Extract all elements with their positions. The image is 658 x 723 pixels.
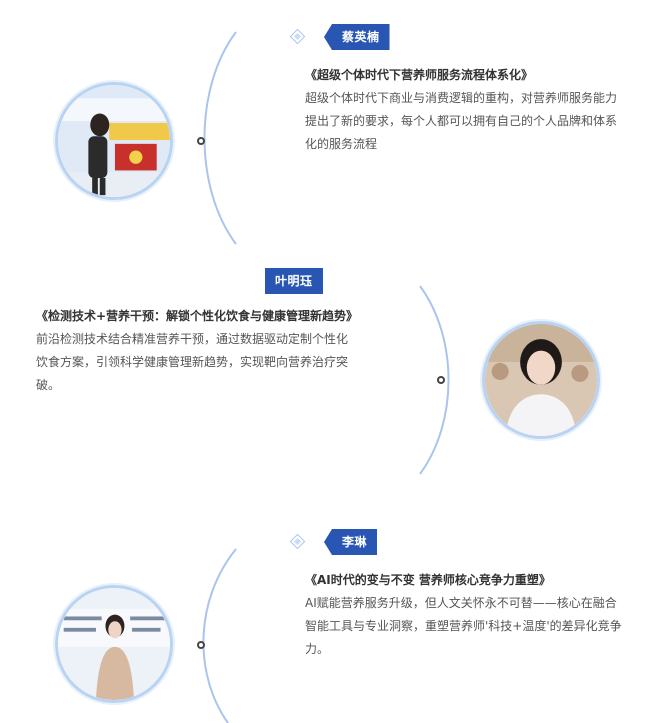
diamond-icon	[289, 533, 306, 550]
timeline-node-1	[197, 137, 205, 145]
talk-title-3: 《AI时代的变与不变 营养师核心竞争力重塑》	[305, 573, 551, 587]
speaker-text-3: 《AI时代的变与不变 营养师核心竞争力重塑》 AI赋能营养服务升级，但人文关怀永…	[305, 569, 627, 661]
talk-title-1: 《超级个体时代下营养师服务流程体系化》	[305, 68, 534, 82]
speaker-photo-icon	[58, 588, 170, 700]
timeline-arc-2	[419, 285, 450, 475]
speaker-text-2: 《检测技术+营养干预：解锁个性化饮食与健康管理新趋势》 前沿检测技术结合精准营养…	[36, 305, 358, 397]
timeline-node-2	[437, 376, 445, 384]
speaker-photo-3	[55, 585, 173, 703]
speaker-photo-icon	[485, 324, 597, 436]
speaker-text-1: 《超级个体时代下营养师服务流程体系化》 超级个体时代下商业与消费逻辑的重构，对营…	[305, 64, 627, 156]
talk-description-2: 前沿检测技术结合精准营养干预，通过数据驱动定制个性化饮食方案，引领科学健康管理新…	[36, 332, 349, 392]
speaker-name-tag-1: 蔡英楠	[324, 24, 390, 50]
talk-description-1: 超级个体时代下商业与消费逻辑的重构，对营养师服务能力提出了新的要求，每个人都可以…	[305, 91, 618, 151]
speaker-name-tag-3: 李琳	[324, 529, 378, 555]
timeline-arc-3	[202, 548, 237, 723]
talk-description-3: AI赋能营养服务升级，但人文关怀永不可替——核心在融合智能工具与专业洞察，重塑营…	[305, 596, 622, 656]
timeline-arc-1	[203, 31, 237, 245]
talk-title-2: 《检测技术+营养干预：解锁个性化饮食与健康管理新趋势》	[36, 309, 359, 323]
diamond-icon	[289, 28, 306, 45]
timeline-node-3	[197, 641, 205, 649]
speaker-photo-1	[55, 82, 173, 200]
speaker-photo-icon	[58, 85, 170, 197]
speaker-name-tag-2: 叶明珏	[265, 268, 323, 294]
speaker-photo-2	[482, 321, 600, 439]
